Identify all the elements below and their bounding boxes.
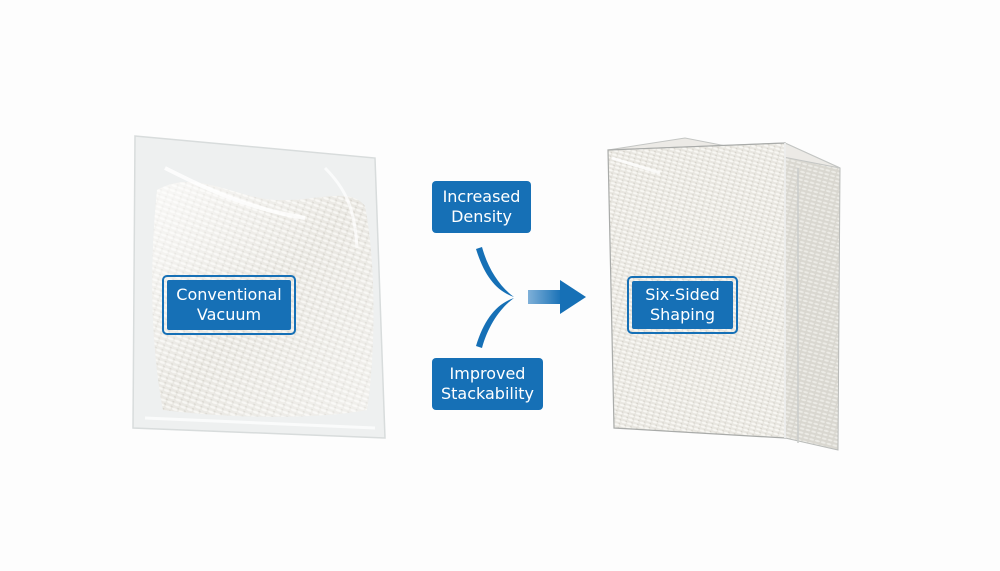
improved-stackability-label: Improved Stackability — [432, 358, 543, 410]
increased-density-label: Increased Density — [432, 181, 531, 233]
arrow-right-icon — [528, 280, 586, 314]
conventional-vacuum-label: Conventional Vacuum — [162, 275, 296, 335]
merge-bracket-icon — [476, 247, 514, 348]
six-sided-shaping-label: Six-Sided Shaping — [627, 276, 738, 334]
